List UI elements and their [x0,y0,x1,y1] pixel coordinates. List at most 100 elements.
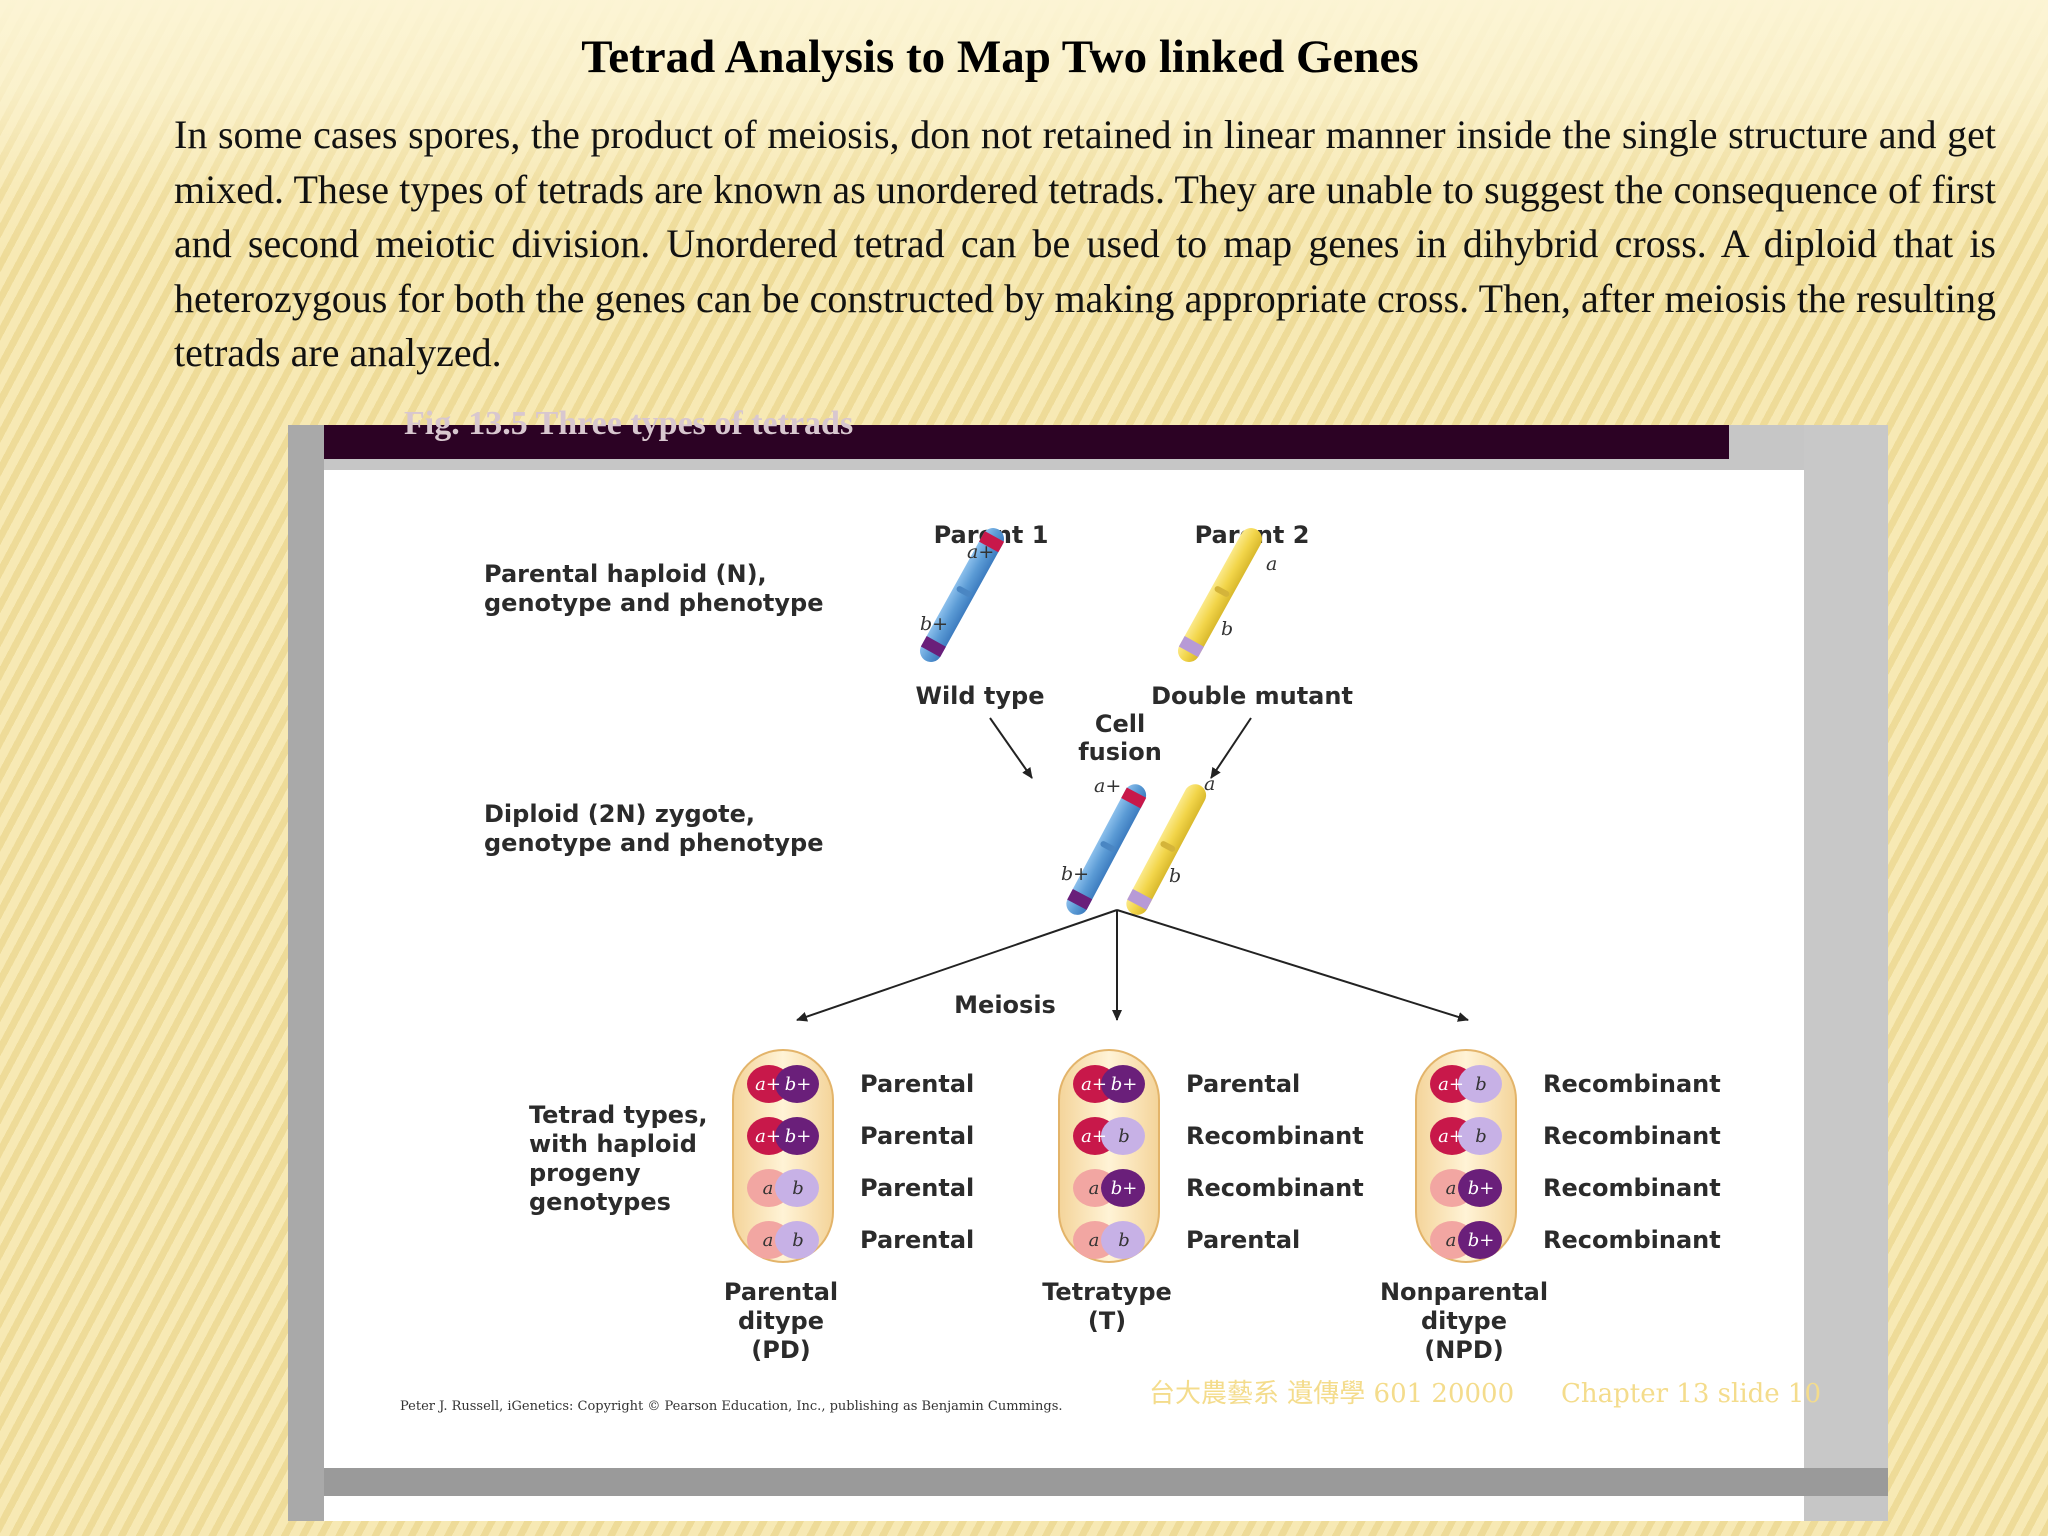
figure-chapter-label: Chapter 13 slide 10 [1561,1379,1821,1409]
parent1-chromosome [919,528,1005,662]
spore-type-label: Parental [860,1174,974,1202]
slide-body-paragraph: In some cases spores, the product of mei… [174,112,1996,375]
spore-allele-a: a+ [1081,1074,1107,1095]
spore-type-label: Recombinant [1186,1122,1364,1150]
spore-type-label: Recombinant [1543,1070,1721,1098]
figure-frame: Fig. 13.5 Three types of tetrads Parenta… [288,405,1888,1521]
spore-allele-b: b+ [1468,1178,1495,1199]
tetrad-name-line1: Parental [724,1278,838,1306]
spore: a b [747,1221,819,1259]
spore-allele-a: a [763,1178,774,1199]
spore-type-label: Parental [1186,1226,1300,1254]
ascus [1058,1049,1160,1263]
spore-type-label: Parental [860,1122,974,1150]
tetrad-name-line1: Tetratype [1042,1278,1172,1306]
spore-allele-b: b+ [1111,1178,1138,1199]
label-diploid-line2: genotype and phenotype [484,829,823,857]
spore-type-label: Parental [860,1226,974,1254]
spore: a+ b+ [1073,1065,1145,1103]
label-tetrad-types-line4: genotypes [529,1188,671,1216]
spore-allele-b: b [1475,1126,1487,1147]
spore: a+ b [1430,1117,1502,1155]
spore-type-label: Recombinant [1543,1226,1721,1254]
spore-allele-b: b+ [785,1074,812,1095]
spore-type-label: Recombinant [1186,1174,1364,1202]
figure-bottom-strip [324,1468,1888,1496]
spore-allele-b: b+ [785,1126,812,1147]
spore-allele-b: b [792,1178,804,1199]
spore-allele-a: a [1089,1178,1100,1199]
label-parental-haploid-line2: genotype and phenotype [484,589,823,617]
spore-allele-a: a [1446,1230,1457,1251]
diploid-chromosome-yellow [1126,784,1207,915]
fusion-label-line2: fusion [1078,738,1162,766]
spore: a b+ [1430,1169,1502,1207]
spore-type-label: Parental [1186,1070,1300,1098]
spore-allele-a: a+ [755,1126,781,1147]
spore-allele-a: a [1446,1178,1457,1199]
spore-allele-a: a [763,1230,774,1251]
figure-panel: Parental haploid (N), genotype and pheno… [324,470,1821,1472]
tetrad-name-line2: ditype [1421,1307,1507,1335]
spore: a+ b [1430,1065,1502,1103]
spore-type-label: Recombinant [1543,1174,1721,1202]
label-parental-haploid-line1: Parental haploid (N), [484,560,767,588]
meiosis-label: Meiosis [954,991,1056,1019]
figure-banner-title: Fig. 13.5 Three types of tetrads [404,405,854,442]
parent1-allele-a: a+ [967,541,994,563]
parent1-phenotype: Wild type [915,682,1044,710]
parent2-allele-a: a [1266,553,1277,575]
tetrad-name-line2: ditype [738,1307,824,1335]
diploid-chromosome-blue [1066,784,1147,915]
label-tetrad-types-line2: with haploid [529,1130,697,1158]
tetrad-t: a+ b+ a+ b a b+ a b Parent [1042,1049,1364,1335]
spore-allele-a: a+ [1081,1126,1107,1147]
slide-title: Tetrad Analysis to Map Two linked Genes [581,31,1419,83]
spore: a b+ [1430,1221,1502,1259]
tetrad-name-line2: (T) [1088,1307,1126,1335]
figure-left-border [288,425,324,1521]
spore-allele-a: a+ [1438,1126,1464,1147]
fusion-arrow-right [1210,717,1252,779]
spore-allele-a: a [1089,1230,1100,1251]
fusion-arrow-left [989,717,1033,779]
tetrad-name-line1: Nonparental [1380,1278,1548,1306]
diploid-allele-a-plus: a+ [1094,775,1121,797]
figure-watermark: 台大農藝系 遺傳學 601 20000 [1149,1379,1514,1409]
tetrad-diagram: Parental haploid (N), genotype and pheno… [400,521,1821,1414]
spore: a b+ [1073,1169,1145,1207]
spore: a+ b [1073,1117,1145,1155]
tetrad-name-line3: (NPD) [1424,1336,1504,1364]
spore: a+ b+ [747,1065,819,1103]
label-tetrad-types-line1: Tetrad types, [529,1101,707,1129]
figure-right-border [1804,425,1888,1468]
spore-type-label: Parental [860,1070,974,1098]
spore: a b [1073,1221,1145,1259]
ascus [1415,1049,1517,1263]
meiosis-arrow-right [1116,909,1469,1022]
spore-allele-b: b+ [1111,1074,1138,1095]
diploid-allele-a: a [1204,773,1215,795]
spore-allele-b: b [792,1230,804,1251]
spore-allele-a: a+ [755,1074,781,1095]
label-tetrad-types-line3: progeny [529,1159,641,1187]
figure-bottom-panel [324,1496,1804,1521]
diploid-allele-b: b [1169,865,1181,887]
parent2-allele-b: b [1221,618,1233,640]
diploid-allele-b-plus: b+ [1061,863,1089,885]
label-diploid-line1: Diploid (2N) zygote, [484,800,755,828]
parent2-chromosome [1177,528,1263,662]
spore-type-label: Recombinant [1543,1122,1721,1150]
spore-allele-b: b [1475,1074,1487,1095]
spore-allele-b: b+ [1468,1230,1495,1251]
parent2-phenotype: Double mutant [1151,682,1353,710]
spore-allele-b: b [1118,1230,1130,1251]
fusion-label-line1: Cell [1095,710,1145,738]
figure-credit: Peter J. Russell, iGenetics: Copyright ©… [400,1399,1063,1414]
tetrad-npd: a+ b a+ b a b+ a b+ Recomb [1380,1049,1721,1364]
spore: a+ b+ [747,1117,819,1155]
spore-allele-b: b [1118,1126,1130,1147]
spore: a b [747,1169,819,1207]
parent1-allele-b: b+ [920,613,948,635]
meiosis-arrow-left [796,909,1118,1022]
